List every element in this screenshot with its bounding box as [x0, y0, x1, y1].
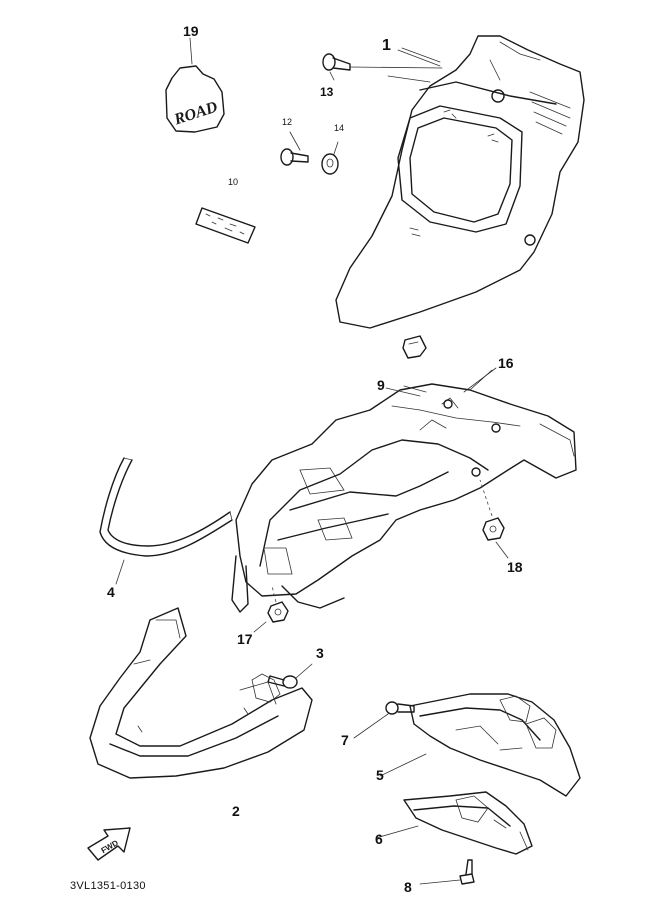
- callout-8: 8: [404, 879, 412, 895]
- callout-19: 19: [183, 23, 199, 39]
- callout-1: 1: [382, 37, 391, 54]
- bolt-8: [419, 859, 475, 885]
- foam-pad-10: [195, 207, 256, 244]
- callout-14: 14: [334, 123, 345, 133]
- reference-code: 3VL1351-0130: [70, 880, 146, 892]
- callout-7: 7: [341, 732, 349, 748]
- screw-13: [322, 53, 443, 71]
- bracket-6: [375, 791, 533, 855]
- callout-10: 10: [228, 177, 239, 187]
- nut-18: [479, 479, 509, 559]
- cowl-stay-9: [231, 367, 577, 613]
- callout-13: 13: [320, 85, 334, 99]
- callout-2: 2: [232, 803, 240, 819]
- fwd-arrow-icon: FWD: [87, 827, 131, 861]
- road-emblem-part: ROAD: [165, 37, 225, 133]
- callout-3: 3: [316, 645, 324, 661]
- callout-12: 12: [282, 117, 293, 127]
- headlight-cowl-1: [335, 35, 585, 329]
- callout-5: 5: [376, 767, 384, 783]
- bolt-7: [353, 701, 415, 739]
- nut-17: [253, 585, 289, 633]
- callout-17: 17: [237, 631, 253, 647]
- seal-strip-4: [99, 457, 233, 585]
- callout-6: 6: [375, 831, 383, 847]
- grommet-14: [321, 141, 339, 175]
- screw-12: [280, 131, 309, 166]
- lower-panel-2: [89, 607, 313, 779]
- callout-9: 9: [377, 377, 385, 393]
- rubber-mount: [402, 335, 427, 359]
- leader-lines: [329, 47, 493, 397]
- callout-18: 18: [507, 559, 523, 575]
- bracket-5: [379, 693, 581, 797]
- callout-4: 4: [107, 584, 115, 600]
- callout-16: 16: [498, 355, 514, 371]
- screw-3: [267, 663, 313, 689]
